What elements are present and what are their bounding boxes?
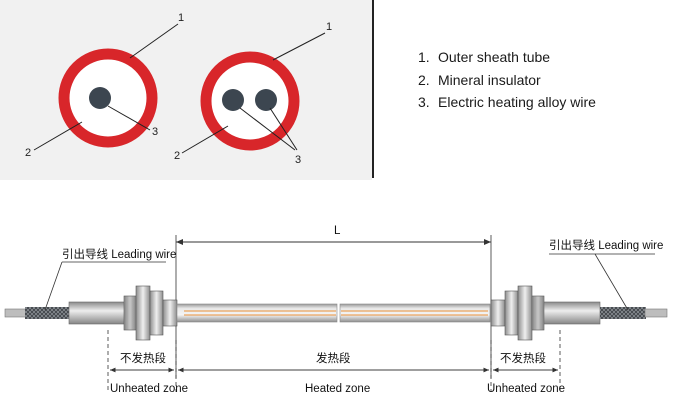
left-lead-conductor xyxy=(4,308,28,318)
heating-wire-dot xyxy=(255,89,277,111)
right-braided-lead xyxy=(600,307,646,319)
left-lead-sleeve xyxy=(68,301,126,325)
panel-divider xyxy=(372,0,374,178)
leader-line-2 xyxy=(33,121,83,151)
callout-1: 1 xyxy=(178,12,184,24)
heating-wire-dot xyxy=(89,87,111,109)
leader-line-3b xyxy=(269,107,298,151)
right-compression-fitting xyxy=(490,285,545,341)
callout-2: 2 xyxy=(25,147,31,159)
heated-zone-en: Heated zone xyxy=(305,383,370,395)
right-lead-sleeve xyxy=(543,301,601,325)
left-braided-lead xyxy=(25,307,69,319)
left-unheated-zone-cn: 不发热段 xyxy=(120,351,166,365)
cross-section-single-wire: 1 2 3 xyxy=(25,12,184,159)
left-leading-wire-label: 引出导线 Leading wire xyxy=(62,247,176,261)
callout-1: 1 xyxy=(326,21,332,33)
heating-wire-dot xyxy=(222,89,244,111)
leader-line-3a xyxy=(239,107,296,151)
left-unheated-zone-en: Unheated zone xyxy=(110,383,188,395)
legend-item-3: 3.Electric heating alloy wire xyxy=(418,94,596,110)
length-label: L xyxy=(334,225,341,237)
leader-line-2 xyxy=(181,125,229,154)
callout-2: 2 xyxy=(174,150,180,162)
heated-zone-cn: 发热段 xyxy=(316,351,351,365)
leader-line-3 xyxy=(107,105,151,131)
leader-line-1 xyxy=(272,32,326,61)
heated-tube-left xyxy=(176,303,338,323)
legend-item-1: 1.Outer sheath tube xyxy=(418,49,551,65)
left-compression-fitting xyxy=(123,285,178,341)
legend-text-heating-wire: Electric heating alloy wire xyxy=(438,94,596,110)
callout-3: 3 xyxy=(295,154,301,166)
heated-tube-right xyxy=(339,303,491,323)
right-unheated-zone-en: Unheated zone xyxy=(487,383,565,395)
cross-section-double-wire: 1 2 3 xyxy=(174,21,332,166)
outer-sheath-ring xyxy=(200,51,300,151)
component-legend: 1.Outer sheath tube 2.Mineral insulator … xyxy=(418,46,596,114)
legend-text-mineral-insulator: Mineral insulator xyxy=(438,71,541,88)
right-lead-leader xyxy=(594,253,629,311)
legend-text-outer-sheath: Outer sheath tube xyxy=(438,49,551,65)
right-leading-wire-label: 引出导线 Leading wire xyxy=(549,238,663,252)
legend-item-2: 2.Mineral insulator xyxy=(418,71,541,88)
right-lead-conductor xyxy=(644,308,668,318)
callout-3: 3 xyxy=(152,126,158,138)
right-unheated-zone-cn: 不发热段 xyxy=(500,351,546,365)
leader-line-1 xyxy=(129,23,179,59)
left-lead-leader xyxy=(44,261,63,311)
heater-assembly: L xyxy=(4,225,668,395)
